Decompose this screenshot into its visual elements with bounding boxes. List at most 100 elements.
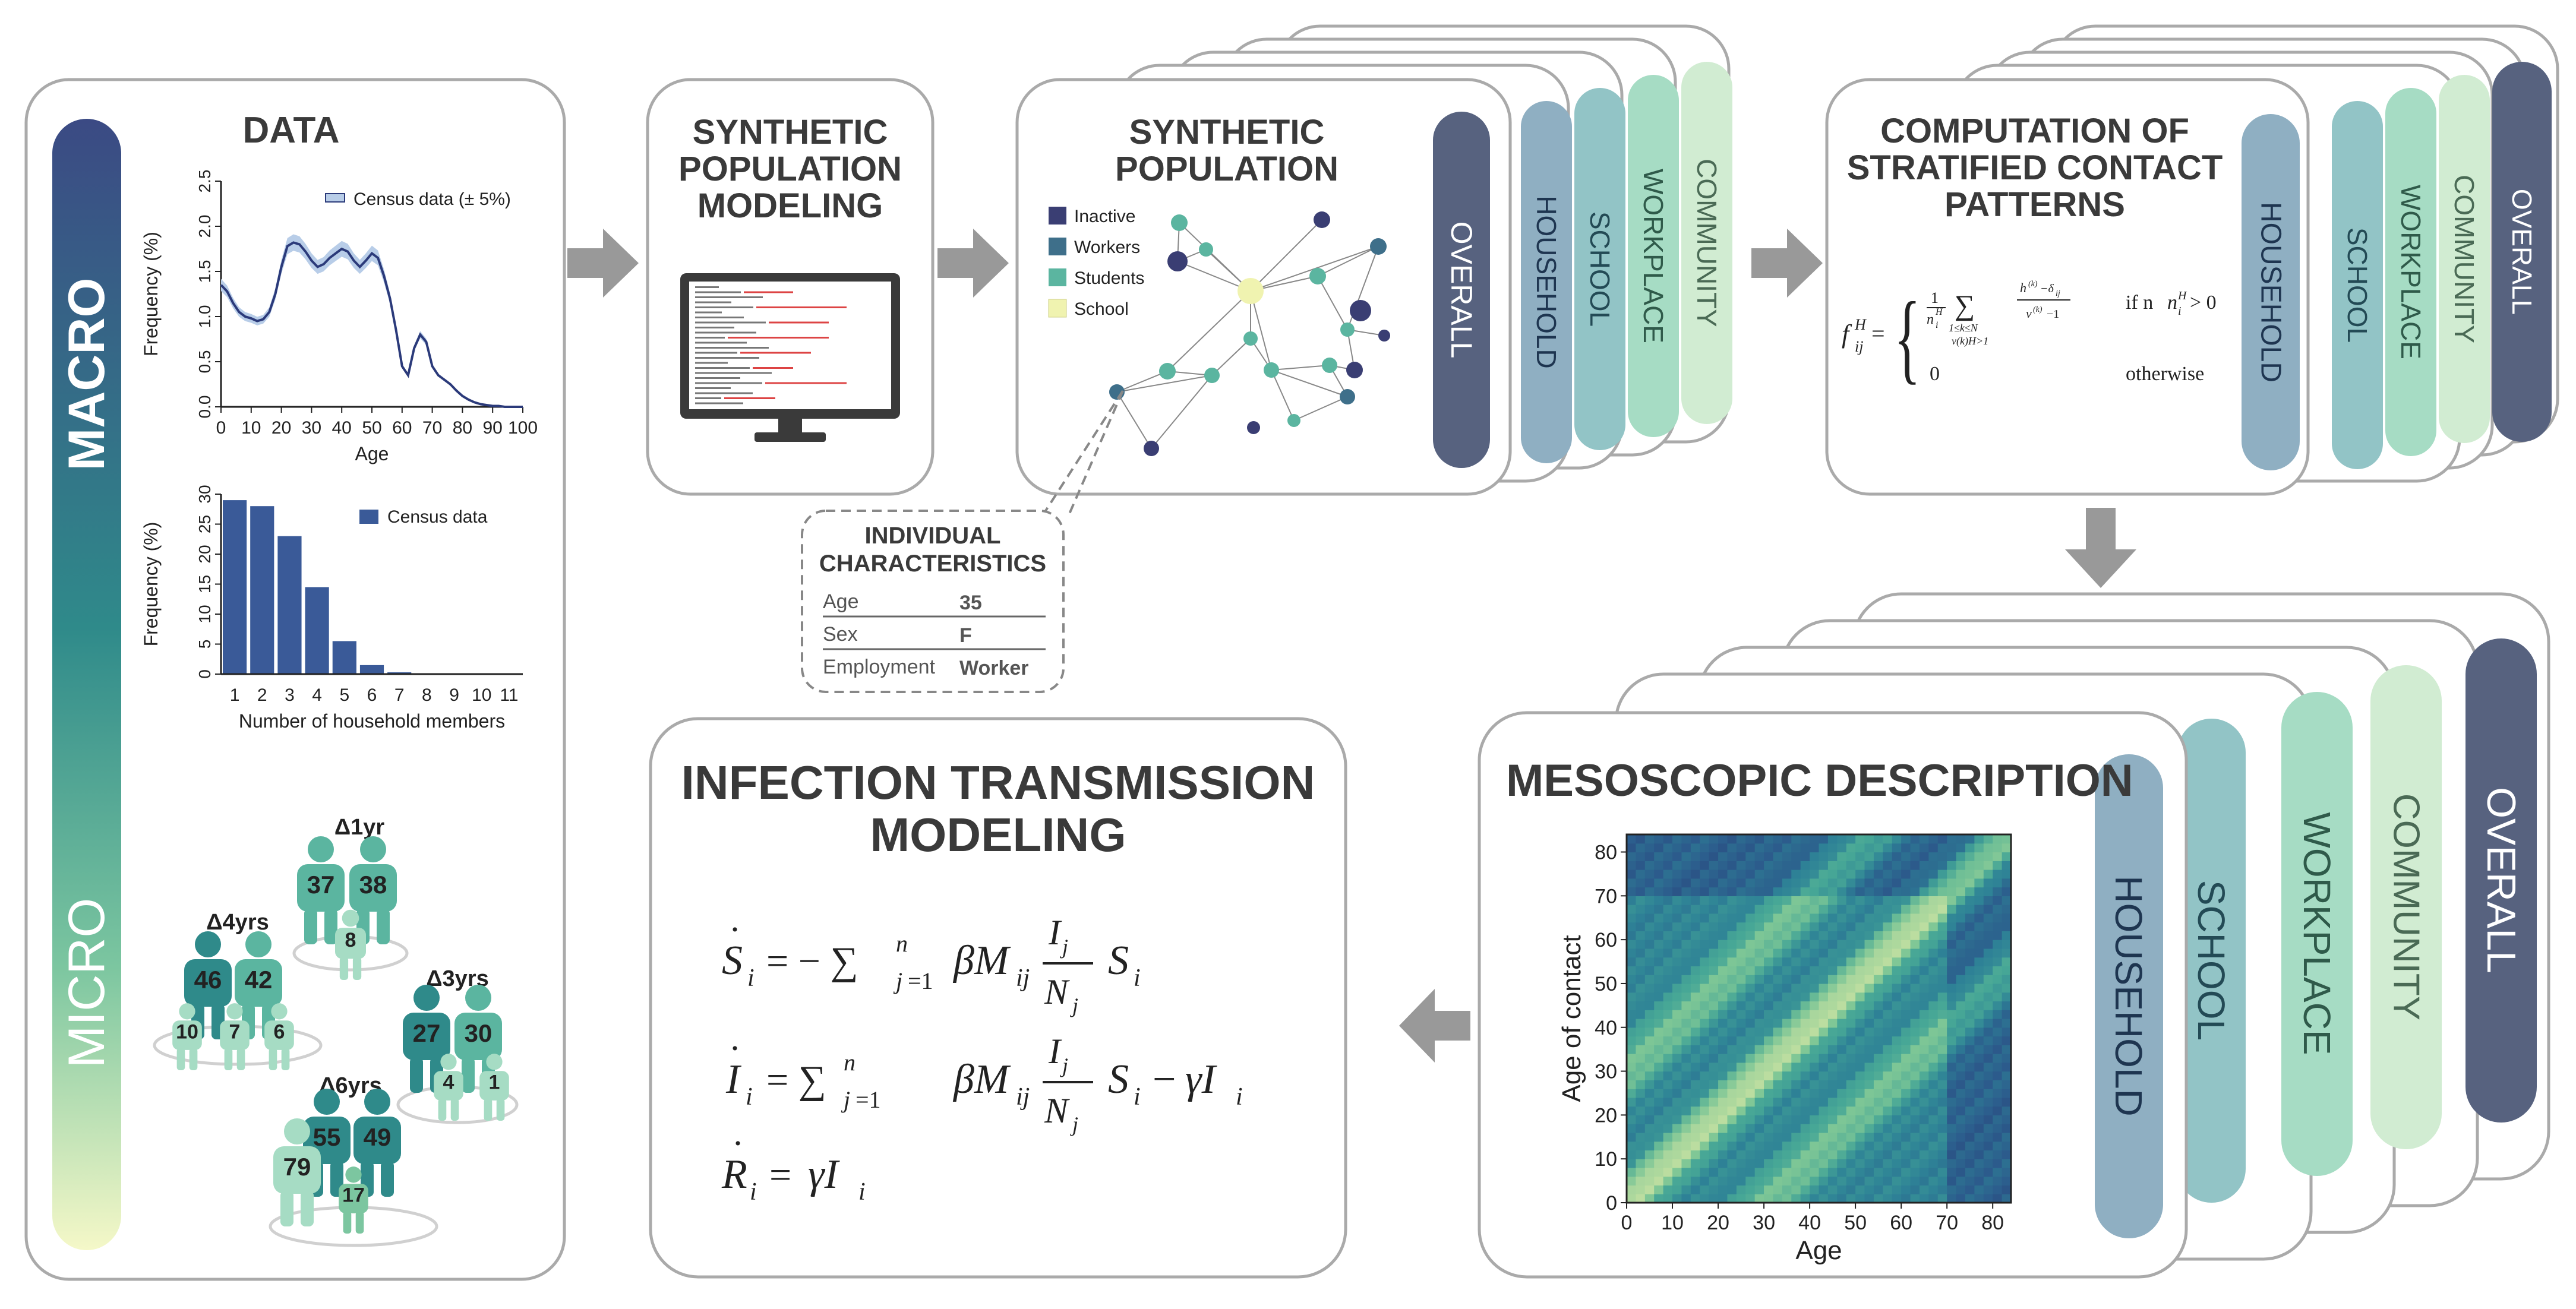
heatmap-cell [1681,1089,1691,1098]
heatmap-cell [1892,905,1902,914]
heatmap-cell [1654,861,1664,870]
heatmap-cell [1810,992,1820,1002]
person-age: 37 [307,871,335,899]
heatmap-cell [1928,1159,1939,1168]
heatmap-cell [2002,1010,2012,1019]
heatmap-cell [1736,878,1746,888]
heatmap-cell [1709,1132,1719,1142]
heatmap-cell [1974,992,1984,1002]
heatmap-cell [1846,1036,1856,1045]
heatmap-cell [1672,1045,1682,1054]
heatmap-cell [1745,1010,1756,1019]
heatmap-cell [1672,922,1682,931]
heatmap-cell [1846,1097,1856,1107]
heatmap-cell [1718,869,1728,879]
heatmap-cell [1791,957,1801,967]
heatmap-cell [1644,1010,1655,1019]
heatmap-cell [1709,1185,1719,1194]
heatmap-cell [1718,1141,1728,1151]
heatmap-cell [1892,843,1902,853]
person-icon [479,1054,509,1121]
heatmap-cell [1627,1185,1637,1194]
heatmap-cell [1791,1089,1801,1098]
spm-title-line2: POPULATION [678,150,902,188]
heatmap-cell [1644,948,1655,958]
heatmap-cell [1727,852,1737,861]
heatmap-cell [1773,931,1783,940]
heatmap-cell [1883,1115,1893,1124]
heatmap-cell [1965,922,1975,931]
heatmap-cell [1690,1176,1700,1186]
heatmap-y-tick-label: 30 [1595,1061,1617,1083]
heatmap-cell [1754,1115,1764,1124]
heatmap-cell [1745,861,1756,870]
heatmap-cell [1993,1089,2003,1098]
heatmap-cell [1663,1124,1673,1133]
heatmap-cell [1965,1141,1975,1151]
heatmap-cell [1983,1071,1993,1080]
heatmap-cell [1883,1080,1893,1089]
heatmap-cell [1663,1001,1673,1010]
heatmap-cell [1947,966,1957,975]
svg-text:i: i [750,1178,757,1206]
heatmap-cell [1827,1150,1838,1159]
tab-household-1-label: HOUSEHOLD [1531,195,1562,368]
heatmap-cell [1892,852,1902,861]
heatmap-cell [1983,1001,1993,1010]
heatmap-cell [1663,1159,1673,1168]
heatmap-cell [1700,1150,1710,1159]
code-line [695,387,731,389]
heatmap-cell [1901,1141,1911,1151]
heatmap-cell [1928,1185,1939,1194]
heatmap-cell [1983,1054,1993,1063]
heatmap-cell [1864,861,1874,870]
heatmap-cell [1956,896,1966,905]
heatmap-cell [1736,975,1746,984]
heatmap-cell [1965,1027,1975,1037]
heatmap-cell [1864,922,1874,931]
code-line [695,402,743,404]
heatmap-cell [1983,1019,1993,1028]
heatmap-cell [1974,1097,1984,1107]
tab-community-1-label: COMMUNITY [1691,159,1722,327]
heatmap-cell [1764,905,1774,914]
heatmap-cell [1827,1132,1838,1142]
heatmap-cell [1855,1115,1865,1124]
heatmap-cell [1910,1176,1920,1186]
heatmap-cell [1974,1194,1984,1203]
heatmap-cell [1745,1036,1756,1045]
heatmap-cell [1764,1141,1774,1151]
heatmap-cell [1773,1124,1783,1133]
heatmap-cell [1910,975,1920,984]
heatmap-cell [1773,975,1783,984]
heatmap-cell [1910,887,1920,896]
heatmap-cell [1937,1080,1947,1089]
heatmap-cell [1782,1019,1792,1028]
heatmap-cell [1727,1089,1737,1098]
heatmap-cell [1764,940,1774,949]
heatmap-cell [1993,948,2003,958]
heatmap-cell [1754,975,1764,984]
heatmap-cell [1654,931,1664,940]
person-icon [297,836,345,944]
heatmap-cell [1736,1045,1746,1054]
person-age: 49 [364,1123,392,1151]
heatmap-cell [1800,905,1810,914]
heatmap-cell [1709,1097,1719,1107]
heatmap-cell [1892,1124,1902,1133]
heatmap-cell [1855,1124,1865,1133]
heatmap-cell [1855,1010,1865,1019]
heatmap-cell [1873,940,1883,949]
heatmap-cell [1919,940,1929,949]
heatmap-cell [1718,905,1728,914]
heatmap-cell [1901,878,1911,888]
household-age-gap: Δ1yr [334,815,385,840]
heatmap-cell [1883,1132,1893,1142]
heatmap-cell [1736,957,1746,967]
heatmap-cell [1837,1019,1847,1028]
heatmap-cell [1672,1071,1682,1080]
tab-community-3-label: COMMUNITY [2386,793,2427,1020]
heatmap-cell [1819,975,1829,984]
heatmap-cell [1901,834,1911,844]
heatmap-cell [1736,1062,1746,1072]
